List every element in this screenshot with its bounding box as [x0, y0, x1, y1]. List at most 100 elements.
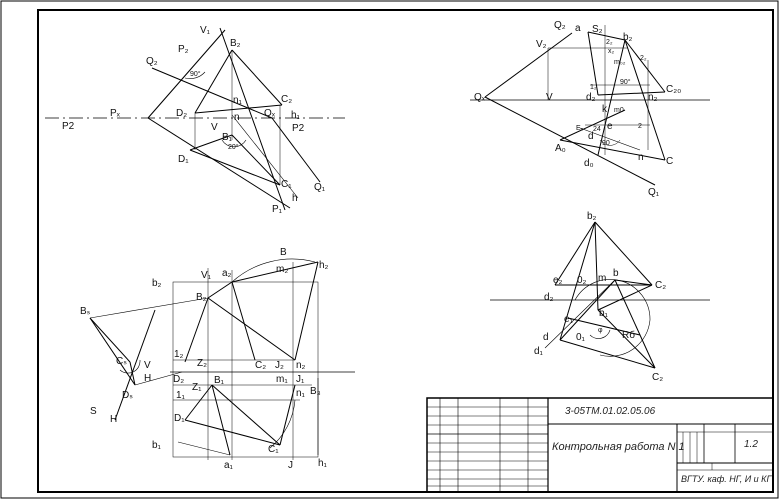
label-b: b — [613, 268, 619, 279]
label-E0: E₀ — [576, 125, 584, 132]
label-P2-left: P2 — [62, 121, 75, 132]
edge-m1-C1 — [279, 384, 296, 446]
edge-D1-C1 — [189, 149, 281, 186]
label-a2: a₂ — [222, 268, 232, 279]
title-block — [426, 397, 774, 493]
edge-D2-C2 — [194, 104, 283, 114]
edge-b1-C2low — [597, 309, 656, 369]
edge-b2-d0 — [597, 39, 626, 156]
arc-angle-90 — [184, 71, 206, 79]
label-D1: D₁ — [178, 154, 189, 165]
label-D2: D₂ — [173, 374, 184, 385]
label-11: 1₁ — [176, 390, 186, 401]
figure-4-labels: b₂ e₂ 0₂ m b C₂ d₂ b₁ e₁ d 0₁ φ Rб d₁ C₂ — [534, 211, 666, 383]
label-a: a — [575, 23, 581, 34]
label-P1: P₁ — [272, 204, 283, 215]
label-n: n — [234, 112, 240, 123]
label-J2: J₂ — [275, 360, 284, 371]
figure-1-labels: V₁ P₂ B₂ Q₂ 90° Pₓ P2 D₂ n₁ C₂ h₁ Qₓ n V… — [62, 25, 326, 215]
edge-b1-C2a — [597, 284, 653, 311]
label-Q1: Q₁ — [648, 187, 660, 198]
label-C20: C₂₀ — [666, 84, 681, 95]
trace-Q2 — [151, 67, 273, 119]
edge-d-C2low — [559, 339, 656, 369]
label-h1: h₁ — [291, 110, 301, 121]
label-22b: 2₂ — [640, 55, 647, 62]
edge-B2-D2 — [194, 49, 233, 114]
label-B1: B₁ — [214, 375, 225, 386]
edge-A0-C — [559, 139, 666, 161]
edge-B2-C2 — [231, 49, 283, 106]
label-V: V — [144, 360, 151, 371]
label-A0: A₀ — [555, 143, 566, 154]
edge-B2-n2 — [207, 297, 296, 361]
label-Z2: Z₂ — [197, 358, 207, 369]
edge-D1-B1 — [189, 134, 233, 151]
edge-d2-C20 — [597, 91, 666, 96]
label-P2-right: P2 — [292, 123, 305, 134]
label-S: S — [90, 406, 97, 417]
label-V: V — [211, 122, 218, 133]
label-12: 1₂ — [590, 84, 597, 91]
label-n: n — [638, 152, 644, 163]
edge-d-b — [559, 279, 616, 341]
label-C2b: C₂ — [652, 372, 663, 383]
tb-title: Контрольная работа N 1 — [552, 441, 685, 453]
label-V2: V₂ — [536, 39, 547, 50]
edge-Cs-Ds — [129, 361, 136, 386]
edge-b2-C — [624, 39, 666, 161]
edge-B2-Z2 — [184, 297, 209, 363]
label-24: 24 — [593, 126, 601, 133]
label-h: h — [292, 193, 298, 204]
arc-angle-20 — [221, 139, 247, 148]
edge-h2-n2 — [294, 261, 319, 361]
label-B3: B₃ — [310, 386, 321, 397]
label-phi: φ — [598, 327, 603, 334]
frame-projection — [172, 281, 319, 458]
label-k: k — [602, 104, 608, 115]
label-Q2: Q₂ — [554, 20, 566, 31]
edge-D1-C1 — [184, 419, 281, 446]
edge-b2-C2 — [594, 221, 653, 286]
label-d1: d₁ — [534, 346, 544, 357]
label-m: m — [598, 273, 606, 284]
label-Cs: Cₛ — [116, 356, 127, 367]
label-d2: d₂ — [586, 92, 596, 103]
label-02: 0₂ — [577, 275, 587, 286]
line-n-h — [231, 114, 299, 199]
label-C1: C₁ — [281, 179, 292, 190]
label-12: 1₂ — [174, 349, 184, 360]
label-P2a: P₂ — [178, 44, 189, 55]
trace-P1 — [147, 117, 291, 209]
edge-b2-b1 — [594, 221, 599, 311]
tb-sheet-number: 1.2 — [744, 439, 758, 450]
edge-a2-h2 — [231, 261, 319, 283]
arc-angle-90-fig2 — [599, 139, 621, 146]
arc-C1 — [269, 399, 296, 449]
label-C: C — [666, 156, 673, 167]
label-b2: b₂ — [587, 211, 597, 222]
label-m1: m₁ — [276, 374, 288, 385]
figure-2-labels: Q₂ a S₂ b₂ V₂ 2₂ x₂ m₀₂ 2₂ 90° 1₂ d₂ C₂₀… — [474, 20, 681, 198]
trace-Q1 — [484, 96, 656, 186]
edge-d1-b — [544, 279, 616, 349]
label-C1: C₁ — [268, 444, 279, 455]
label-C2: C₂ — [281, 94, 292, 105]
label-angle20: 20° — [228, 143, 239, 151]
label-h2: h₂ — [319, 260, 329, 271]
label-x2: x₂ — [608, 48, 615, 55]
label-n2: n₂ — [648, 92, 658, 103]
label-Qx: Qₓ — [474, 92, 486, 103]
label-90deg: 90° — [620, 78, 631, 86]
label-m2: m₂ — [276, 264, 288, 275]
label-n2: n₂ — [296, 360, 306, 371]
arc-phi — [589, 329, 611, 339]
label-B1: B₁ — [222, 132, 233, 143]
label-V: V — [546, 92, 553, 103]
figure-2-section — [470, 25, 710, 186]
label-01: 0₁ — [576, 332, 586, 343]
label-h1: h₁ — [318, 458, 328, 469]
label-d0: d₀ — [584, 158, 594, 169]
figure-4-pyramid — [490, 221, 710, 369]
label-Ds: Dₛ — [122, 390, 133, 401]
